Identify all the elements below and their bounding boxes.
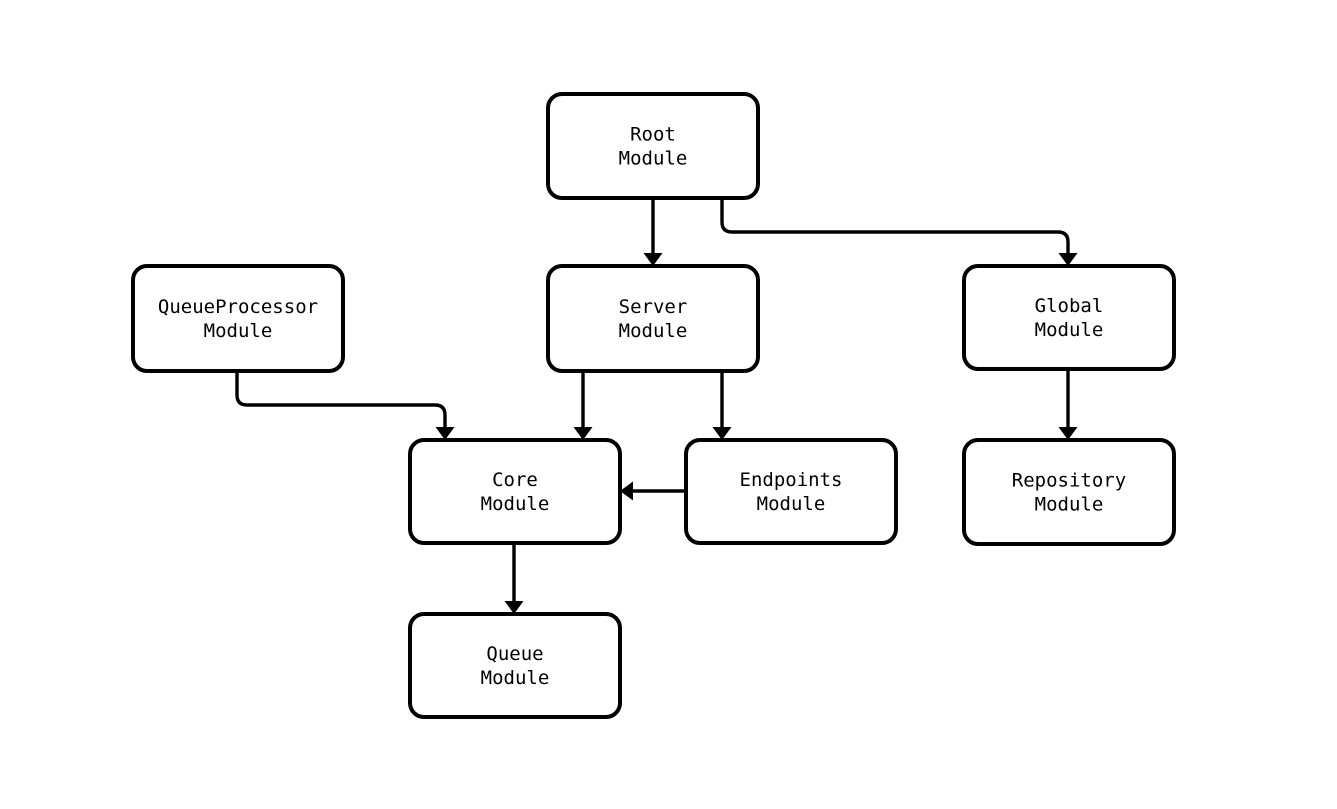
root-module-label-line1: Root — [630, 124, 676, 146]
edge-queueprocessor-to-core-line — [235, 371, 447, 432]
edge-server-to-core-arrowhead — [573, 427, 593, 440]
edge-server-to-core — [573, 371, 593, 440]
core-module-box[interactable] — [408, 438, 622, 545]
root-module-label-line2: Module — [619, 148, 688, 170]
repository-module-label-line2: Module — [1035, 494, 1104, 516]
edge-root-to-global-line — [720, 198, 1070, 258]
edge-global-to-repository-arrowhead — [1058, 427, 1078, 440]
nodes-layer: RootModuleQueueProcessorModuleServerModu… — [131, 92, 1176, 719]
edge-endpoints-to-core — [620, 481, 686, 501]
edge-root-to-global-arrowhead — [1058, 253, 1078, 266]
endpoints-module-label-line1: Endpoints — [740, 469, 843, 491]
server-module-label-line2: Module — [619, 320, 688, 342]
repository-module-label-line1: Repository — [1012, 470, 1126, 492]
edge-endpoints-to-core-arrowhead — [620, 481, 633, 501]
repository-module-box[interactable] — [962, 438, 1176, 546]
endpoints-module-label-line2: Module — [757, 493, 826, 515]
edge-root-to-server — [643, 198, 663, 266]
edges-layer — [235, 198, 1078, 614]
edge-root-to-server-arrowhead — [643, 253, 663, 266]
edge-root-to-global — [720, 198, 1078, 266]
queueprocessor-module-label-line1: QueueProcessor — [158, 296, 318, 318]
global-module-label-line1: Global — [1035, 295, 1104, 317]
edge-core-to-queue — [504, 543, 524, 614]
edge-global-to-repository — [1058, 369, 1078, 440]
edge-server-to-endpoints-arrowhead — [712, 427, 732, 440]
queueprocessor-module-box[interactable] — [131, 264, 345, 373]
server-module-label-line1: Server — [619, 296, 688, 318]
core-module-label-line2: Module — [481, 493, 550, 515]
endpoints-module-box[interactable] — [684, 438, 898, 545]
global-module-box[interactable] — [962, 264, 1176, 371]
core-module-label-line1: Core — [492, 469, 538, 491]
queue-module-box[interactable] — [408, 612, 622, 719]
edge-core-to-queue-arrowhead — [504, 601, 524, 614]
root-module-box[interactable] — [546, 92, 760, 200]
edge-queueprocessor-to-core — [235, 371, 455, 440]
edge-queueprocessor-to-core-arrowhead — [435, 427, 455, 440]
edge-server-to-endpoints — [712, 371, 732, 440]
global-module-label-line2: Module — [1035, 319, 1104, 341]
queue-module-label-line2: Module — [481, 667, 550, 689]
server-module-box[interactable] — [546, 264, 760, 373]
queueprocessor-module-label-line2: Module — [204, 320, 273, 342]
queue-module-label-line1: Queue — [486, 643, 543, 665]
